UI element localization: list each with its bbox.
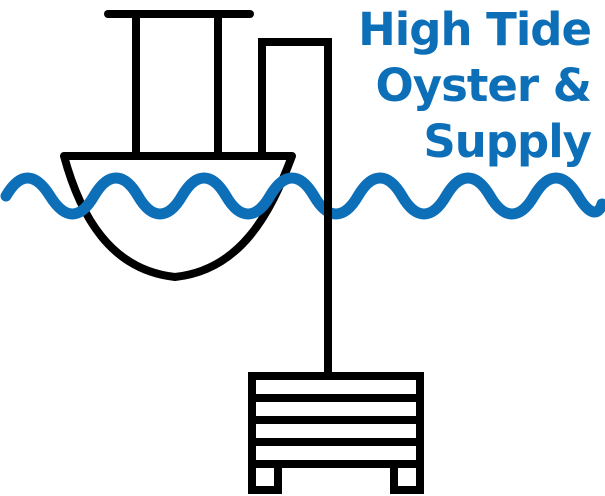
- oyster-cage-icon: [248, 372, 424, 494]
- brand-title-line-3: Supply: [423, 115, 592, 168]
- brand-title-line-1: High Tide: [358, 3, 592, 56]
- boat-icon: [60, 10, 296, 281]
- wave-icon: [0, 172, 605, 220]
- crane-line: [258, 38, 332, 376]
- brand-title-line-2: Oyster &: [375, 59, 592, 112]
- brand-title: High Tide Oyster & Supply: [291, 2, 592, 170]
